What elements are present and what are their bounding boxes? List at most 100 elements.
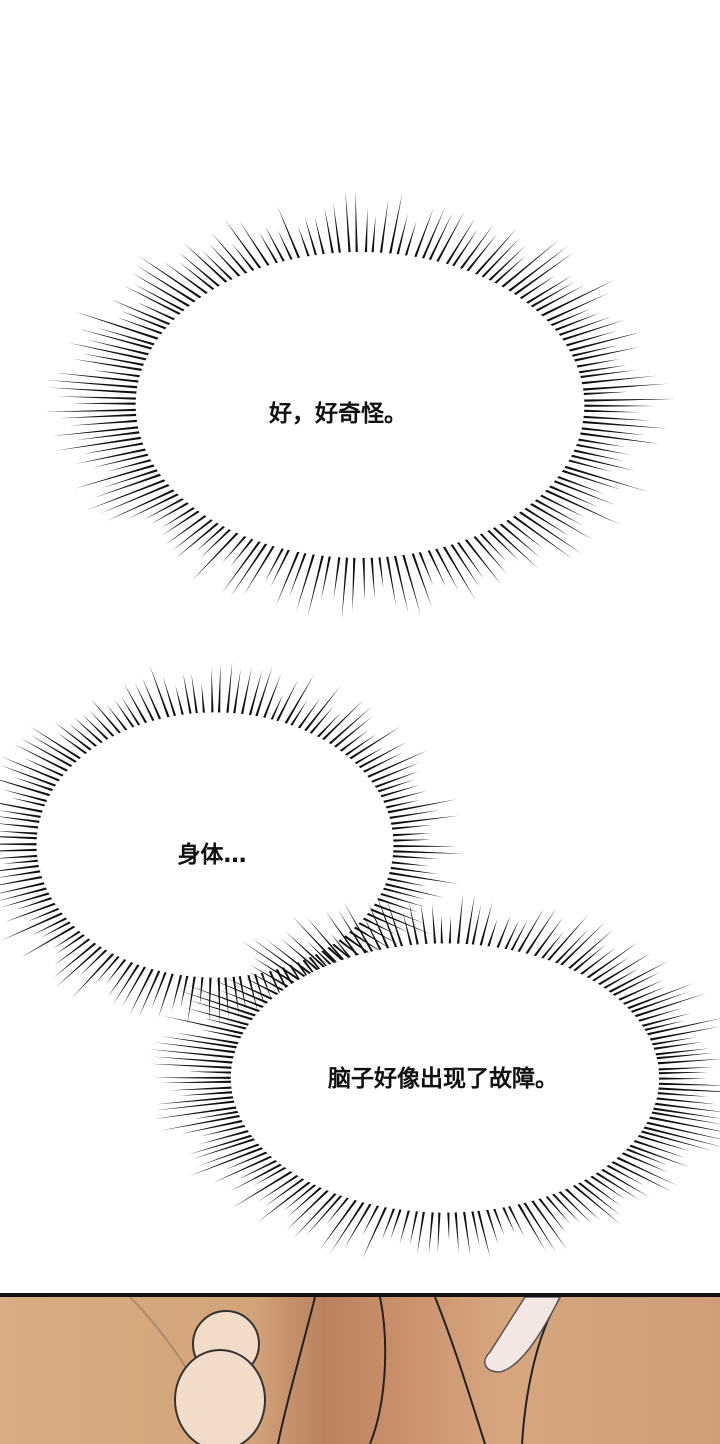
burst-ray: [395, 213, 409, 258]
burst-ray: [501, 1204, 515, 1234]
burst-ray: [224, 974, 229, 1020]
burst-ray: [417, 1209, 426, 1254]
burst-ray: [574, 437, 626, 447]
burst-ray: [455, 539, 485, 580]
burst-ray: [587, 1173, 626, 1200]
burst-ray: [20, 924, 78, 958]
burst-ray: [280, 938, 322, 973]
burst-ray: [162, 508, 203, 536]
burst-ray: [337, 730, 368, 754]
burst-ray: [44, 408, 141, 412]
burst-ray: [179, 1090, 237, 1096]
burst-ray: [286, 1184, 325, 1218]
burst-ray: [169, 1086, 236, 1091]
burst-ray: [286, 1187, 331, 1231]
burst-ray: [413, 207, 434, 260]
burst-ray: [560, 464, 649, 492]
burst-ray: [155, 1095, 238, 1105]
burst-ray: [448, 916, 451, 947]
burst-ray: [547, 308, 592, 328]
burst-ray: [361, 1204, 389, 1260]
burst-ray: [188, 1071, 236, 1074]
burst-ray: [178, 990, 260, 1018]
burst-ray: [584, 942, 638, 981]
burst-ray: [579, 415, 653, 421]
burst-ray: [608, 1159, 672, 1192]
burst-ray: [578, 420, 670, 429]
burst-ray: [440, 914, 444, 947]
burst-ray: [14, 744, 71, 774]
burst-ray: [307, 941, 334, 968]
burst-ray: [319, 1197, 359, 1251]
burst-ray: [302, 685, 341, 734]
burst-ray: [553, 474, 605, 495]
burst-ray: [516, 908, 544, 955]
burst-ray: [165, 512, 210, 545]
burst-ray: [0, 910, 66, 942]
burst-ray: [30, 726, 84, 761]
burst-ray: [201, 683, 206, 716]
burst-ray: [160, 1114, 244, 1131]
burst-ray: [4, 901, 59, 923]
burst-ray: [374, 779, 415, 794]
burst-ray: [652, 1096, 718, 1105]
burst-ray: [224, 219, 264, 272]
burst-ray: [178, 252, 223, 290]
burst-ray: [0, 831, 41, 836]
burst-ray: [562, 1186, 601, 1221]
burst-ray: [116, 316, 167, 336]
burst-ray: [30, 734, 80, 765]
burst-ray: [232, 974, 240, 1017]
burst-ray: [490, 524, 539, 570]
burst-ray: [154, 1076, 236, 1080]
burst-ray: [209, 243, 243, 280]
burst-ray: [368, 762, 421, 785]
burst-ray: [634, 1007, 683, 1024]
burst-ray: [567, 453, 636, 472]
burst-ray: [285, 931, 328, 970]
burst-ray: [576, 369, 639, 379]
burst-ray: [434, 211, 465, 265]
burst-ray: [470, 1208, 480, 1247]
burst-ray: [191, 529, 241, 582]
burst-ray: [218, 989, 268, 1010]
burst-ray: [399, 1207, 411, 1245]
burst-ray: [265, 225, 287, 265]
burst-ray: [649, 1041, 704, 1051]
burst-ray: [55, 944, 105, 988]
burst-ray: [243, 977, 282, 997]
burst-ray: [516, 509, 584, 555]
burst-ray: [577, 426, 645, 436]
burst-ray: [326, 706, 373, 747]
burst-ray: [0, 836, 41, 840]
burst-ray: [203, 1018, 251, 1031]
burst-ray: [72, 358, 147, 372]
burst-ray: [153, 1042, 240, 1054]
burst-ray: [333, 554, 341, 600]
burst-ray: [355, 190, 358, 256]
burst-ray: [92, 452, 153, 468]
burst-ray: [142, 677, 163, 722]
burst-ray: [650, 1102, 720, 1112]
burst-ray: [634, 1133, 691, 1152]
burst-ray: [23, 757, 67, 779]
burst-ray: [283, 673, 315, 727]
burst-ray: [427, 212, 453, 263]
burst-ray: [389, 839, 432, 842]
burst-ray: [277, 229, 294, 263]
burst-ray: [137, 255, 205, 301]
burst-ray: [180, 973, 190, 1009]
burst-ray: [503, 517, 544, 549]
burst-ray: [551, 312, 601, 333]
burst-ray: [91, 699, 123, 736]
burst-ray: [572, 358, 620, 369]
burst-ray: [55, 932, 88, 955]
burst-ray: [471, 904, 482, 948]
burst-ray: [570, 1182, 621, 1225]
burst-ray: [100, 482, 174, 514]
burst-ray: [41, 919, 74, 938]
burst-ray: [380, 790, 427, 804]
burst-ray: [0, 864, 43, 871]
burst-ray: [484, 527, 520, 562]
burst-ray: [307, 706, 334, 736]
